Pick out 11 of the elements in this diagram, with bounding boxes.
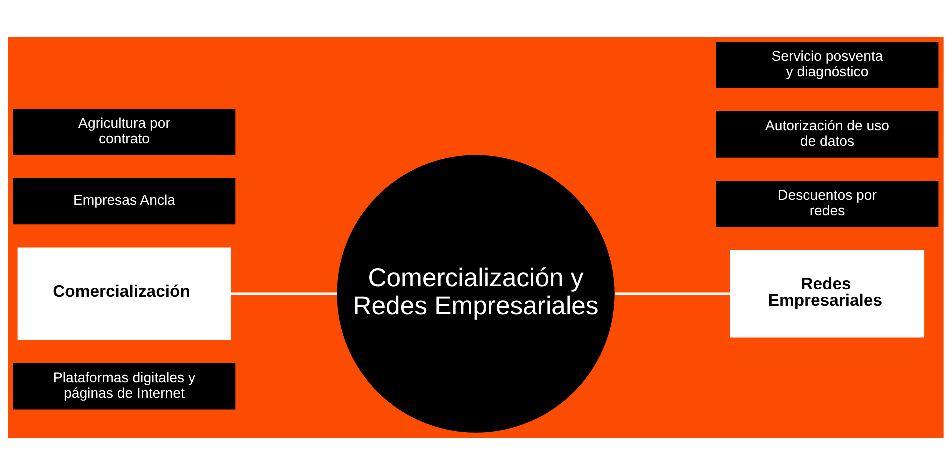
node-box: Autorización de uso de datos [716, 111, 939, 158]
connector [231, 292, 338, 295]
node-box: Descuentos por redes [716, 180, 939, 227]
node-circle: Comercialización y Redes Empresariales [337, 154, 615, 432]
connector [615, 292, 730, 295]
node-box: Agricultura por contrato [13, 108, 236, 155]
node-box: Empresas Ancla [13, 178, 236, 224]
node-box: Comercialización [18, 247, 232, 340]
node-box: Redes Empresariales [730, 250, 925, 338]
node-box: Servicio posventa y diagnóstico [716, 42, 939, 88]
node-box: Plataformas digitales y páginas de Internet [13, 362, 236, 410]
